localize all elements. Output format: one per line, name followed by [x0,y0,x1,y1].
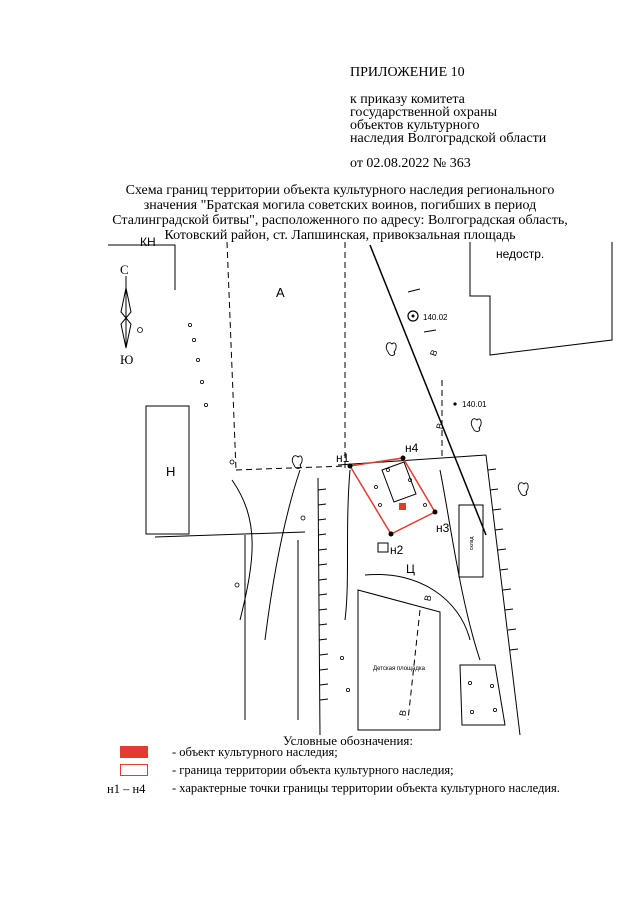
label-point-n3: н3 [436,521,450,535]
railway-line [369,244,487,536]
dashed-centerline-bottom [407,609,421,721]
heritage-territory-boundary [348,457,437,535]
label-v-4: В [397,709,408,717]
order-line-2: государственной охраны [350,105,498,120]
label-nedostr: недостр. [496,247,544,261]
monument-base [381,461,417,503]
railway-tick-1 [407,288,421,293]
title-line-3: Сталинградской битвы", расположенного по… [112,213,568,228]
legend-item-heritage-object: - объект культурного наследия; [172,745,338,759]
label-mark-140-01: 140.01 [462,400,487,409]
legend-swatch-heritage-object [120,746,148,758]
park-hatching [317,468,519,701]
label-v-1: В [428,348,439,357]
label-point-n1: н1 [336,451,350,465]
scheme-title: Схема границ территории объекта культурн… [60,183,620,243]
inner-path-cross [364,573,471,641]
label-kn: КН [140,235,156,249]
lot-line-a-bottom [235,465,346,471]
railway-tick-2 [423,329,437,333]
legend-swatch-territory-boundary [120,764,148,776]
park-edge-top [337,454,487,466]
label-north: С [120,262,129,277]
label-a: А [276,285,285,300]
point-n2-marker [388,531,394,537]
label-point-n2: н2 [390,543,404,557]
feature-square [377,542,389,553]
north-arrow [120,276,132,349]
title-line-1: Схема границ территории объекта культурн… [125,183,555,198]
path-curve-left [231,479,253,621]
label-v-3: В [422,594,433,602]
legend-symbol-points: н1 – н4 [107,782,146,796]
survey-mark-icon [407,310,419,322]
road-edge-top [154,531,306,538]
survey-mark-center-icon [411,314,415,318]
inner-path-right [439,469,481,661]
park-edge-left [317,477,321,736]
bush-symbols [291,342,529,496]
point-n1-marker [347,463,353,469]
label-playground: Детская площадка [373,666,426,672]
elevation-point-icon [453,402,457,406]
lawn-area [459,664,506,726]
label-small-building: склад [469,537,475,550]
legend-item-territory-boundary: - граница территории объекта культурного… [172,763,454,777]
building-n [145,405,190,535]
legend-item-points: - характерные точки границы территории о… [172,781,560,795]
title-line-2: значения "Братская могила советских воин… [143,198,537,213]
playground-area [357,589,441,731]
label-south: Ю [120,352,133,367]
order-line-3: объектов культурного [350,118,480,133]
kn-building-outline [108,244,176,290]
title-line-4: Котовский район, ст. Лапшинская, привокз… [164,228,516,243]
inner-path-left [344,469,351,621]
point-n3-marker [432,509,438,515]
boundary-points [347,455,438,537]
park-edge-right [485,454,521,736]
tree-markers [137,322,497,715]
order-line-4: наследия Волгоградской области [350,131,547,146]
label-point-n4: н4 [405,441,419,455]
label-mark-140-02: 140.02 [423,313,448,322]
building-nedostr [469,242,613,356]
label-n: Н [166,464,175,479]
order-date-number: от 02.08.2022 № 363 [350,156,471,171]
heritage-object-marker [399,503,406,510]
label-v-2: В [434,422,445,430]
appendix-title: ПРИЛОЖЕНИЕ 10 [350,65,465,80]
lot-line-a-left [226,241,237,471]
legend-title: Условные обозначения: [283,733,414,748]
label-ts: Ц [406,562,415,576]
order-line-1: к приказу комитета [350,92,465,107]
point-n4-marker [400,455,406,461]
small-building [458,504,484,578]
path-curve-mid [264,469,301,641]
